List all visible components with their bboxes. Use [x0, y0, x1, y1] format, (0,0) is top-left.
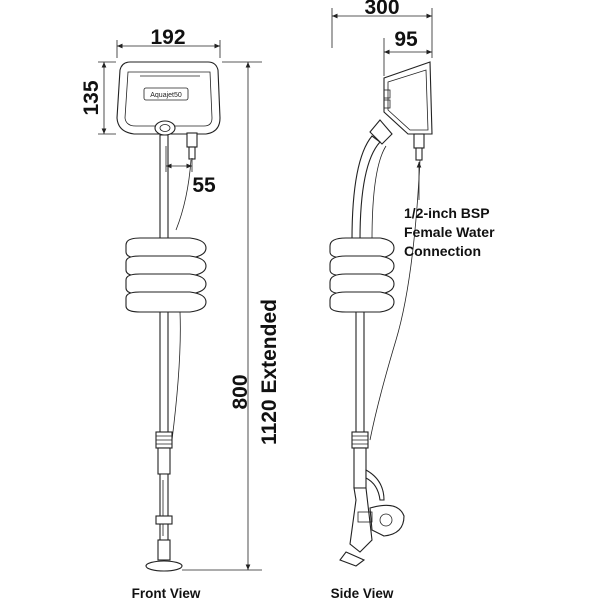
side-nozzle	[349, 487, 373, 553]
front-lower-pipe	[159, 311, 169, 433]
front-fitting-stem	[188, 146, 196, 160]
side-view-caption: Side View	[331, 586, 394, 600]
front-view: Aquajet50 192	[80, 26, 281, 600]
connection-label-line1: 1/2-inch BSP	[404, 205, 490, 221]
front-offset-label: 55	[192, 174, 216, 197]
front-upper-pipe	[159, 134, 169, 241]
front-coil	[125, 237, 207, 313]
front-head-housing	[116, 61, 221, 135]
length-extended-label: 1120 Extended	[258, 299, 281, 445]
side-head-label: 95	[394, 28, 418, 51]
front-view-caption: Front View	[132, 586, 201, 600]
side-trigger	[369, 504, 405, 537]
front-hose-top	[175, 159, 192, 231]
front-hose-bottom	[171, 311, 181, 441]
brand-plate	[143, 87, 189, 101]
front-head-inner	[124, 71, 213, 127]
front-handle	[159, 473, 169, 544]
side-fitting-stem	[415, 147, 423, 161]
front-nozzle	[157, 539, 171, 561]
brand-label: Aquajet50	[150, 92, 182, 99]
front-swivel-inner	[159, 124, 171, 132]
front-clip	[155, 515, 173, 525]
side-lever	[365, 469, 385, 501]
front-width-label: 192	[150, 26, 185, 49]
front-swivel	[154, 120, 176, 136]
side-fitting	[413, 133, 425, 149]
side-valve-body	[353, 447, 367, 489]
front-height-label: 135	[80, 80, 103, 115]
side-neck	[351, 135, 381, 241]
side-view: 300 95 1/2-inch BSP Female Water Connect…	[329, 0, 495, 600]
connection-label-line2: Female Water	[404, 224, 495, 240]
front-spray-face	[145, 560, 183, 572]
side-head-housing	[383, 61, 433, 135]
side-coil	[329, 237, 395, 313]
front-fitting	[186, 132, 198, 148]
side-width-label: 300	[364, 0, 399, 19]
connection-label-line3: Connection	[404, 243, 481, 259]
side-hose	[369, 159, 421, 441]
side-spray-face	[339, 551, 366, 567]
side-swivel	[369, 119, 393, 145]
side-lower-pipe	[355, 311, 365, 433]
length-label: 800	[229, 374, 252, 409]
front-valve-body	[157, 447, 171, 475]
